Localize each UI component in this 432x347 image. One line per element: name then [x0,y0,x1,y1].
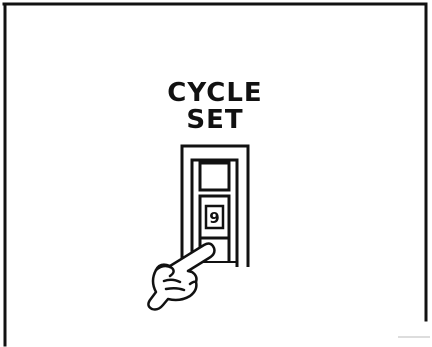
label-line-2: SET [140,107,290,134]
label-line-1: CYCLE [140,80,290,107]
switch-button-indicator: 9 [206,206,223,228]
button-glyph: 9 [209,209,219,227]
cycle-set-label: CYCLE SET [140,80,290,134]
panel-frame [4,4,426,345]
